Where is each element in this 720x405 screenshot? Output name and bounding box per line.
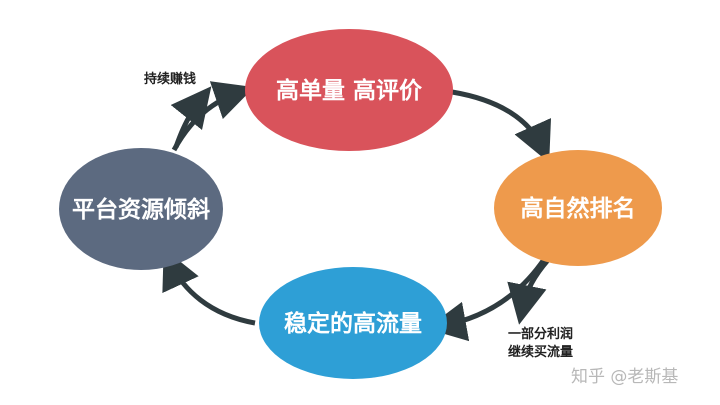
note-right-bottom-line2: 继续买流量 [508,344,573,360]
arrow-right-branch [507,258,550,325]
note-right-bottom-line1: 一部分利润 [508,326,573,342]
watermark-text: 知乎 @老斯基 [571,367,678,387]
arrow-bottom-to-left [162,248,256,326]
node-top: 高单量 高评价 [245,29,453,151]
node-bottom: 稳定的高流量 [259,267,447,379]
arrow-left-to-top [171,81,255,152]
node-right-label: 高自然排名 [521,195,636,222]
node-right: 高自然排名 [494,150,662,266]
node-top-ellipse [245,29,453,151]
arrow-left-branch [170,86,212,148]
node-right-ellipse [494,150,662,266]
node-left: 平台资源倾斜 [59,148,223,270]
node-left-ellipse [59,148,223,270]
node-bottom-label: 稳定的高流量 [284,310,422,337]
arrow-right-to-bottom [426,256,548,342]
node-top-label: 高单量 高评价 [276,77,423,104]
note-left-top: 持续赚钱 [144,71,196,87]
node-left-label: 平台资源倾斜 [72,196,210,223]
arrow-top-to-right [451,89,552,163]
node-bottom-ellipse [259,267,447,379]
